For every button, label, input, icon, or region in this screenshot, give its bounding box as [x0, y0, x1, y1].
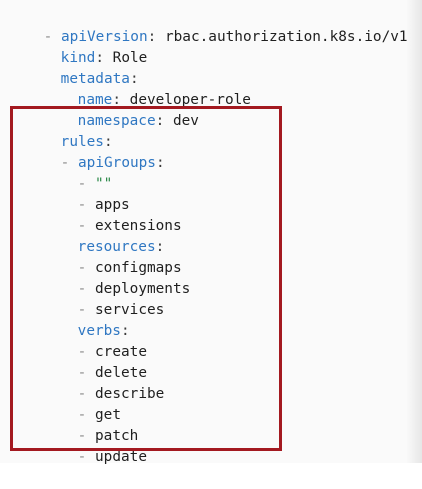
list-dash: - — [77, 386, 87, 402]
namespace-value: dev — [172, 113, 199, 129]
rules-line: rules: — [26, 111, 113, 150]
api-groups-line: - apiGroups: — [26, 132, 165, 171]
list-item: - "" — [43, 153, 113, 192]
list-dash: - — [77, 281, 87, 297]
colon: : — [129, 71, 139, 87]
verbs-line: verbs: — [43, 300, 130, 339]
api-version-value: rbac.authorization.k8s.io/v1 — [164, 29, 408, 45]
kind-value: Role — [112, 50, 148, 66]
colon: : — [147, 29, 157, 45]
resources-line: resources: — [43, 216, 165, 255]
list-item: - describe — [43, 363, 165, 402]
metadata-key: metadata — [60, 71, 130, 87]
namespace-line: namespace: dev — [43, 90, 199, 129]
list-item: - patch — [43, 405, 139, 444]
list-dash: - — [43, 29, 53, 45]
verb-value: patch — [95, 428, 139, 444]
name-value: developer-role — [129, 92, 251, 108]
list-dash: - — [77, 449, 87, 465]
colon: : — [155, 155, 165, 171]
list-item: - create — [43, 321, 147, 360]
api-groups-key: apiGroups — [78, 155, 156, 171]
api-version-line: - apiVersion: rbac.authorization.k8s.io/… — [9, 6, 408, 45]
namespace-key: namespace — [77, 113, 156, 129]
yaml-editor: - apiVersion: rbac.authorization.k8s.io/… — [9, 0, 422, 465]
colon: : — [120, 323, 130, 339]
list-item: - update — [43, 426, 147, 465]
list-item: - delete — [43, 342, 147, 381]
list-dash: - — [77, 302, 87, 318]
list-dash: - — [77, 344, 87, 360]
list-dash: - — [77, 197, 87, 213]
resource-value: services — [95, 302, 165, 318]
verb-value: create — [95, 344, 147, 360]
list-dash: - — [77, 365, 87, 381]
kind-line: kind: Role — [26, 27, 148, 66]
resources-key: resources — [77, 239, 156, 255]
colon: : — [103, 134, 113, 150]
list-dash: - — [60, 155, 70, 171]
colon: : — [155, 239, 165, 255]
api-group-value: extensions — [95, 218, 182, 234]
list-item: - deployments — [43, 258, 191, 297]
colon: : — [112, 92, 121, 108]
api-version-key: apiVersion — [61, 29, 148, 45]
list-item: - get — [43, 384, 121, 423]
api-group-value: apps — [95, 197, 130, 213]
list-dash: - — [77, 176, 87, 192]
kind-key: kind — [60, 50, 96, 66]
verb-value: update — [95, 449, 147, 465]
name-line: name: developer-role — [43, 69, 251, 108]
resource-value: deployments — [95, 281, 191, 297]
colon: : — [95, 50, 104, 66]
verbs-key: verbs — [77, 323, 121, 339]
list-item: - configmaps — [43, 237, 182, 276]
list-dash: - — [77, 260, 87, 276]
verb-value: delete — [95, 365, 147, 381]
verb-value: describe — [95, 386, 165, 402]
verb-value: get — [95, 407, 121, 423]
colon: : — [155, 113, 165, 129]
list-dash: - — [77, 407, 87, 423]
rules-key: rules — [60, 134, 104, 150]
resource-value: configmaps — [95, 260, 182, 276]
list-item: - apps — [43, 174, 130, 213]
metadata-line: metadata: — [26, 48, 139, 87]
list-dash: - — [77, 428, 87, 444]
list-item: - services — [43, 279, 165, 318]
name-key: name — [77, 92, 113, 108]
list-dash: - — [77, 218, 87, 234]
api-group-value: "" — [95, 176, 113, 192]
list-item: - extensions — [43, 195, 182, 234]
